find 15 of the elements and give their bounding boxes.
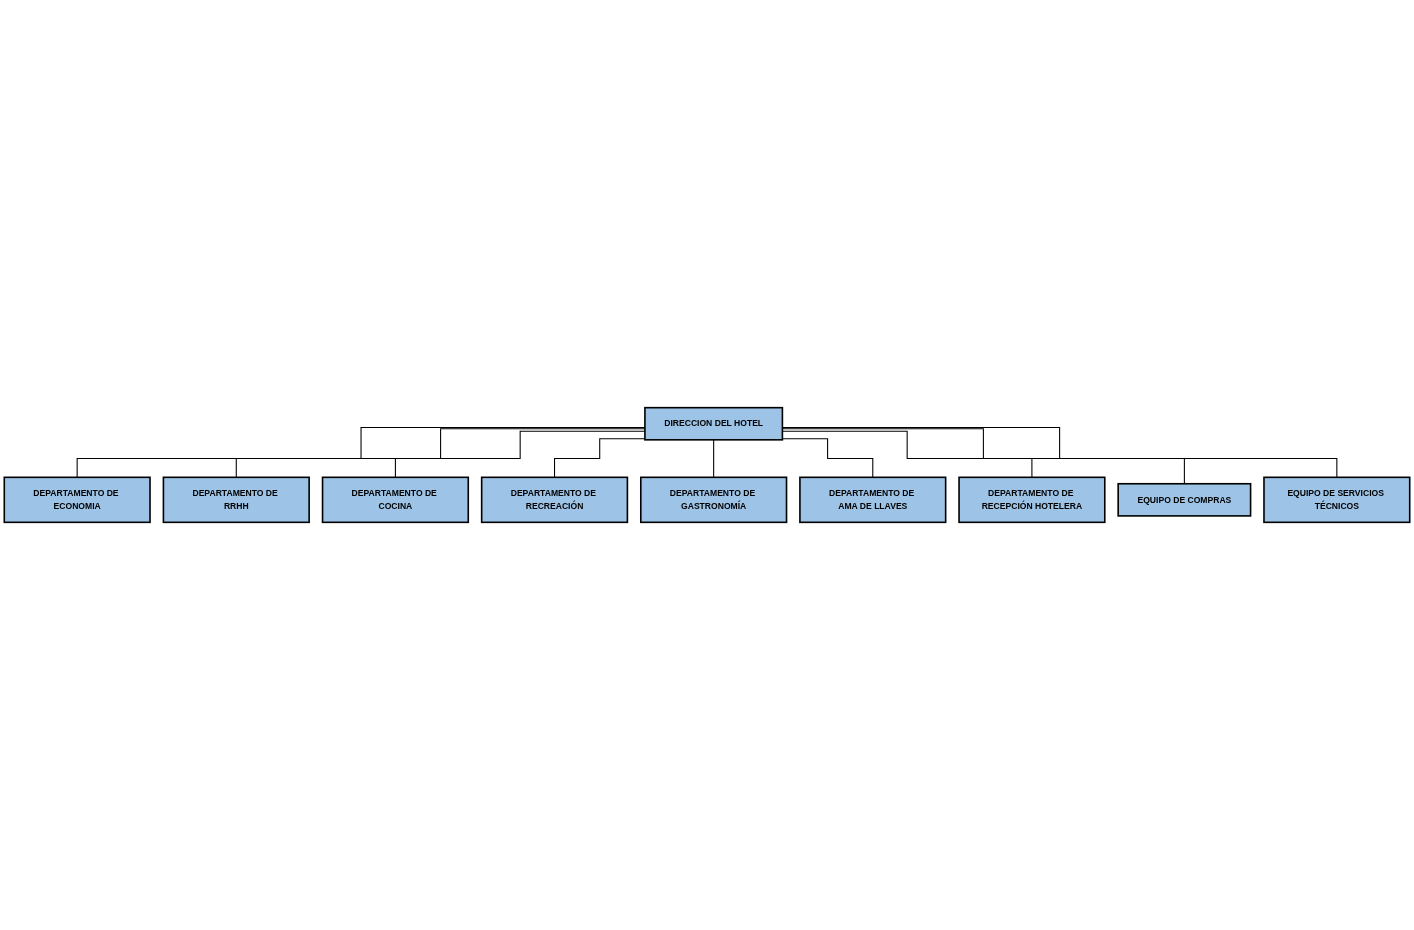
node-box: EQUIPO DE COMPRAS xyxy=(1117,482,1252,517)
node-box: EQUIPO DE SERVICIOS TÉCNICOS xyxy=(1263,476,1411,524)
node-box: DEPARTAMENTO DE RECEPCIÓN HOTELERA xyxy=(958,476,1106,524)
node-box: DEPARTAMENTO DE COCINA xyxy=(321,476,470,524)
node-box: DEPARTAMENTO DE GASTRONOMÍA xyxy=(640,476,788,524)
connector xyxy=(713,439,715,478)
node-box: DEPARTAMENTO DE RRHH xyxy=(162,476,310,524)
connector xyxy=(781,438,874,478)
connector xyxy=(781,427,1338,478)
connector xyxy=(781,428,1185,485)
node-box: DEPARTAMENTO DE ECONOMIA xyxy=(3,476,151,524)
connector xyxy=(781,430,1033,478)
node-box: DEPARTAMENTO DE AMA DE LLAVES xyxy=(799,476,947,524)
node-box: DIRECCION DEL HOTEL xyxy=(644,406,784,441)
node-box: DEPARTAMENTO DE RECREACIÓN xyxy=(480,476,629,524)
